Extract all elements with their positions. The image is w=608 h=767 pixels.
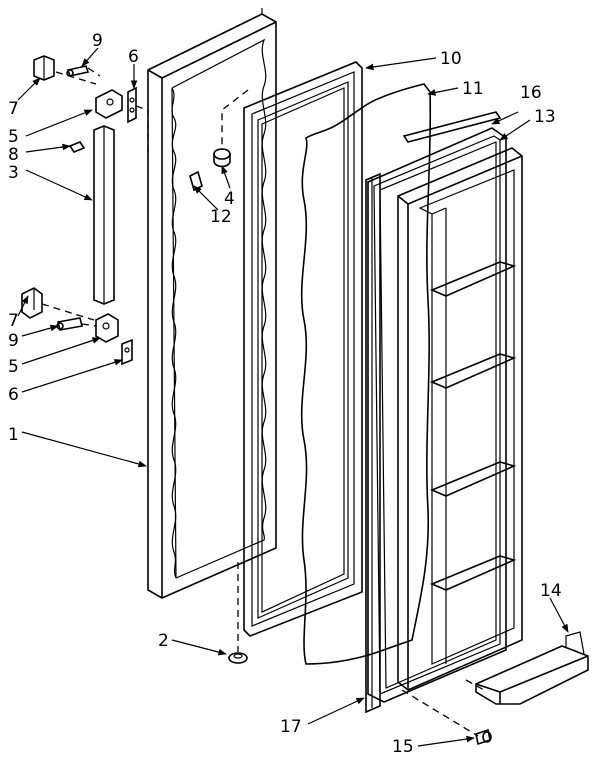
door-plug <box>213 148 231 168</box>
callout-labels: 10 11 16 13 9 6 7 5 8 3 4 12 7 9 5 6 1 2… <box>8 31 562 757</box>
callout-2: 2 <box>158 631 169 651</box>
callout-8: 8 <box>8 145 19 165</box>
hinge-shim <box>68 141 86 153</box>
bottom-hinge-bracket <box>121 338 133 366</box>
assembly-lines <box>41 67 485 737</box>
outer-door-panel <box>147 8 277 599</box>
callout-7-bottom: 7 <box>8 311 19 331</box>
callout-11: 11 <box>462 79 484 99</box>
bottom-hinge-cap <box>21 287 43 319</box>
top-trim-strip <box>402 111 502 143</box>
callout-5-top: 5 <box>8 127 19 147</box>
liner-screw <box>475 728 492 746</box>
callout-3: 3 <box>8 163 19 183</box>
callout-14: 14 <box>540 581 562 601</box>
callout-5-bottom: 5 <box>8 357 19 377</box>
callout-6-bottom: 6 <box>8 385 19 405</box>
callout-13: 13 <box>534 107 556 127</box>
foam-insulation <box>300 83 432 665</box>
callout-1: 1 <box>8 425 19 445</box>
leader-lines <box>17 47 569 747</box>
callout-9-bottom: 9 <box>8 331 19 351</box>
hinge-bar <box>93 125 115 305</box>
callout-16: 16 <box>520 83 542 103</box>
top-hinge-cap <box>33 55 55 81</box>
top-hinge-block <box>95 89 123 119</box>
door-bin <box>475 631 589 705</box>
door-stop <box>228 652 248 664</box>
top-hinge-bracket <box>127 86 137 124</box>
callout-10: 10 <box>440 49 462 69</box>
shelf-rails <box>429 208 517 664</box>
callout-6-top: 6 <box>128 47 139 67</box>
top-hinge-screw <box>66 65 90 77</box>
callout-15: 15 <box>392 737 414 757</box>
inner-door-liner <box>367 127 523 703</box>
bottom-hinge-block <box>95 313 119 343</box>
callout-12: 12 <box>210 207 232 227</box>
callout-4: 4 <box>224 189 235 209</box>
callout-7-top: 7 <box>8 99 19 119</box>
callout-9-top: 9 <box>92 31 103 51</box>
side-trim-strip <box>365 172 381 714</box>
callout-17: 17 <box>280 717 302 737</box>
door-clip <box>189 170 203 192</box>
bottom-hinge-screw <box>56 317 83 331</box>
door-gasket <box>243 61 363 637</box>
